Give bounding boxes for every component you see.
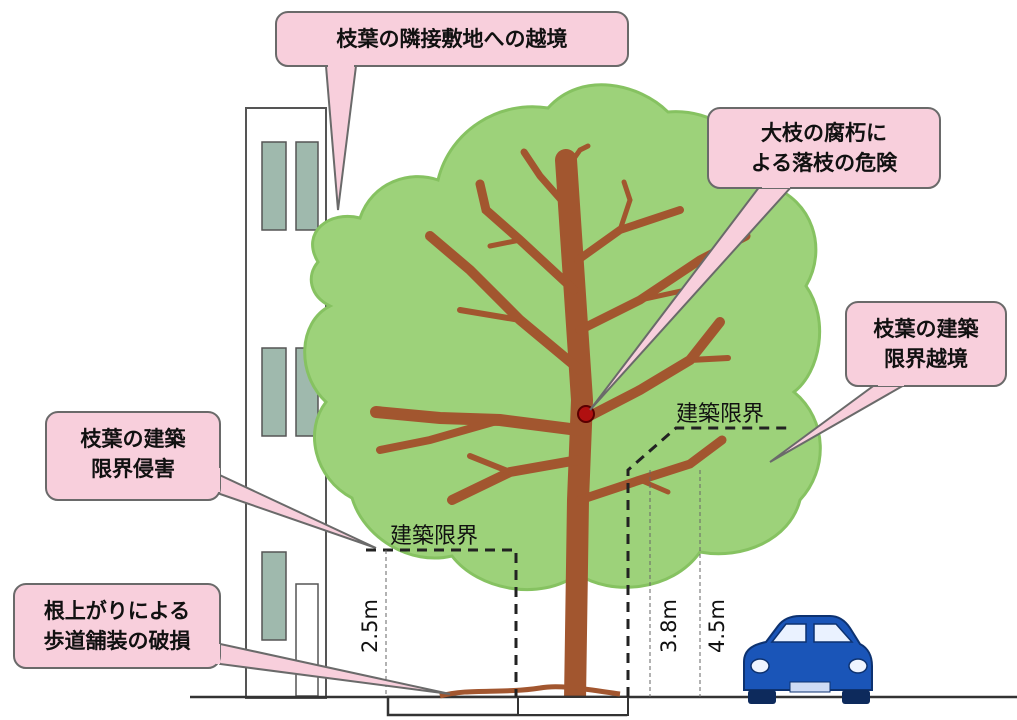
- building-door: [295, 583, 319, 697]
- roadway-height-high-label: 4.5m: [705, 599, 729, 653]
- building: [245, 107, 327, 699]
- building-window: [261, 551, 287, 641]
- roadway-height-low-label: 3.8m: [657, 599, 681, 653]
- building-window: [261, 347, 287, 437]
- lifted-root: [439, 684, 621, 699]
- building-window: [295, 141, 319, 231]
- roadway-clearance-label: 建築限界: [676, 402, 765, 427]
- callout-branch-decay-line1: 大枝の腐朽に: [761, 121, 887, 145]
- tree-trunk-branches: [370, 143, 751, 711]
- callout-overhang-neighbor: [275, 11, 629, 211]
- callout-clearance-invade-line2: 限界侵害: [91, 457, 175, 481]
- callout-root-lift: [13, 583, 451, 695]
- callout-clearance-exceed-line2: 限界越境: [884, 347, 968, 371]
- callout-clearance-invade: [45, 411, 377, 549]
- callout-clearance-invade-line1: 枝葉の建築: [80, 427, 186, 451]
- sidewalk-clearance-limit: [366, 548, 518, 697]
- callout-overhang-neighbor-text: 枝葉の隣接敷地への越境: [336, 27, 568, 51]
- callout-root-lift-line1: 根上がりによる: [43, 599, 191, 623]
- car-icon: [743, 615, 873, 704]
- roadway-clearance-limit: [626, 426, 792, 697]
- sidewalk-height-label: 2.5m: [358, 599, 382, 653]
- callout-clearance-exceed-line1: 枝葉の建築: [873, 317, 979, 341]
- sidewalk-clearance-label: 建築限界: [390, 524, 479, 549]
- building-window: [261, 141, 287, 231]
- callout-branch-decay-line2: よる落枝の危険: [750, 151, 898, 175]
- ground: [190, 684, 1017, 717]
- curb: [517, 696, 629, 716]
- callout-clearance-exceed: [769, 301, 1007, 463]
- callout-branch-decay: [589, 107, 941, 411]
- callout-root-lift-line2: 歩道舗装の破損: [43, 629, 191, 653]
